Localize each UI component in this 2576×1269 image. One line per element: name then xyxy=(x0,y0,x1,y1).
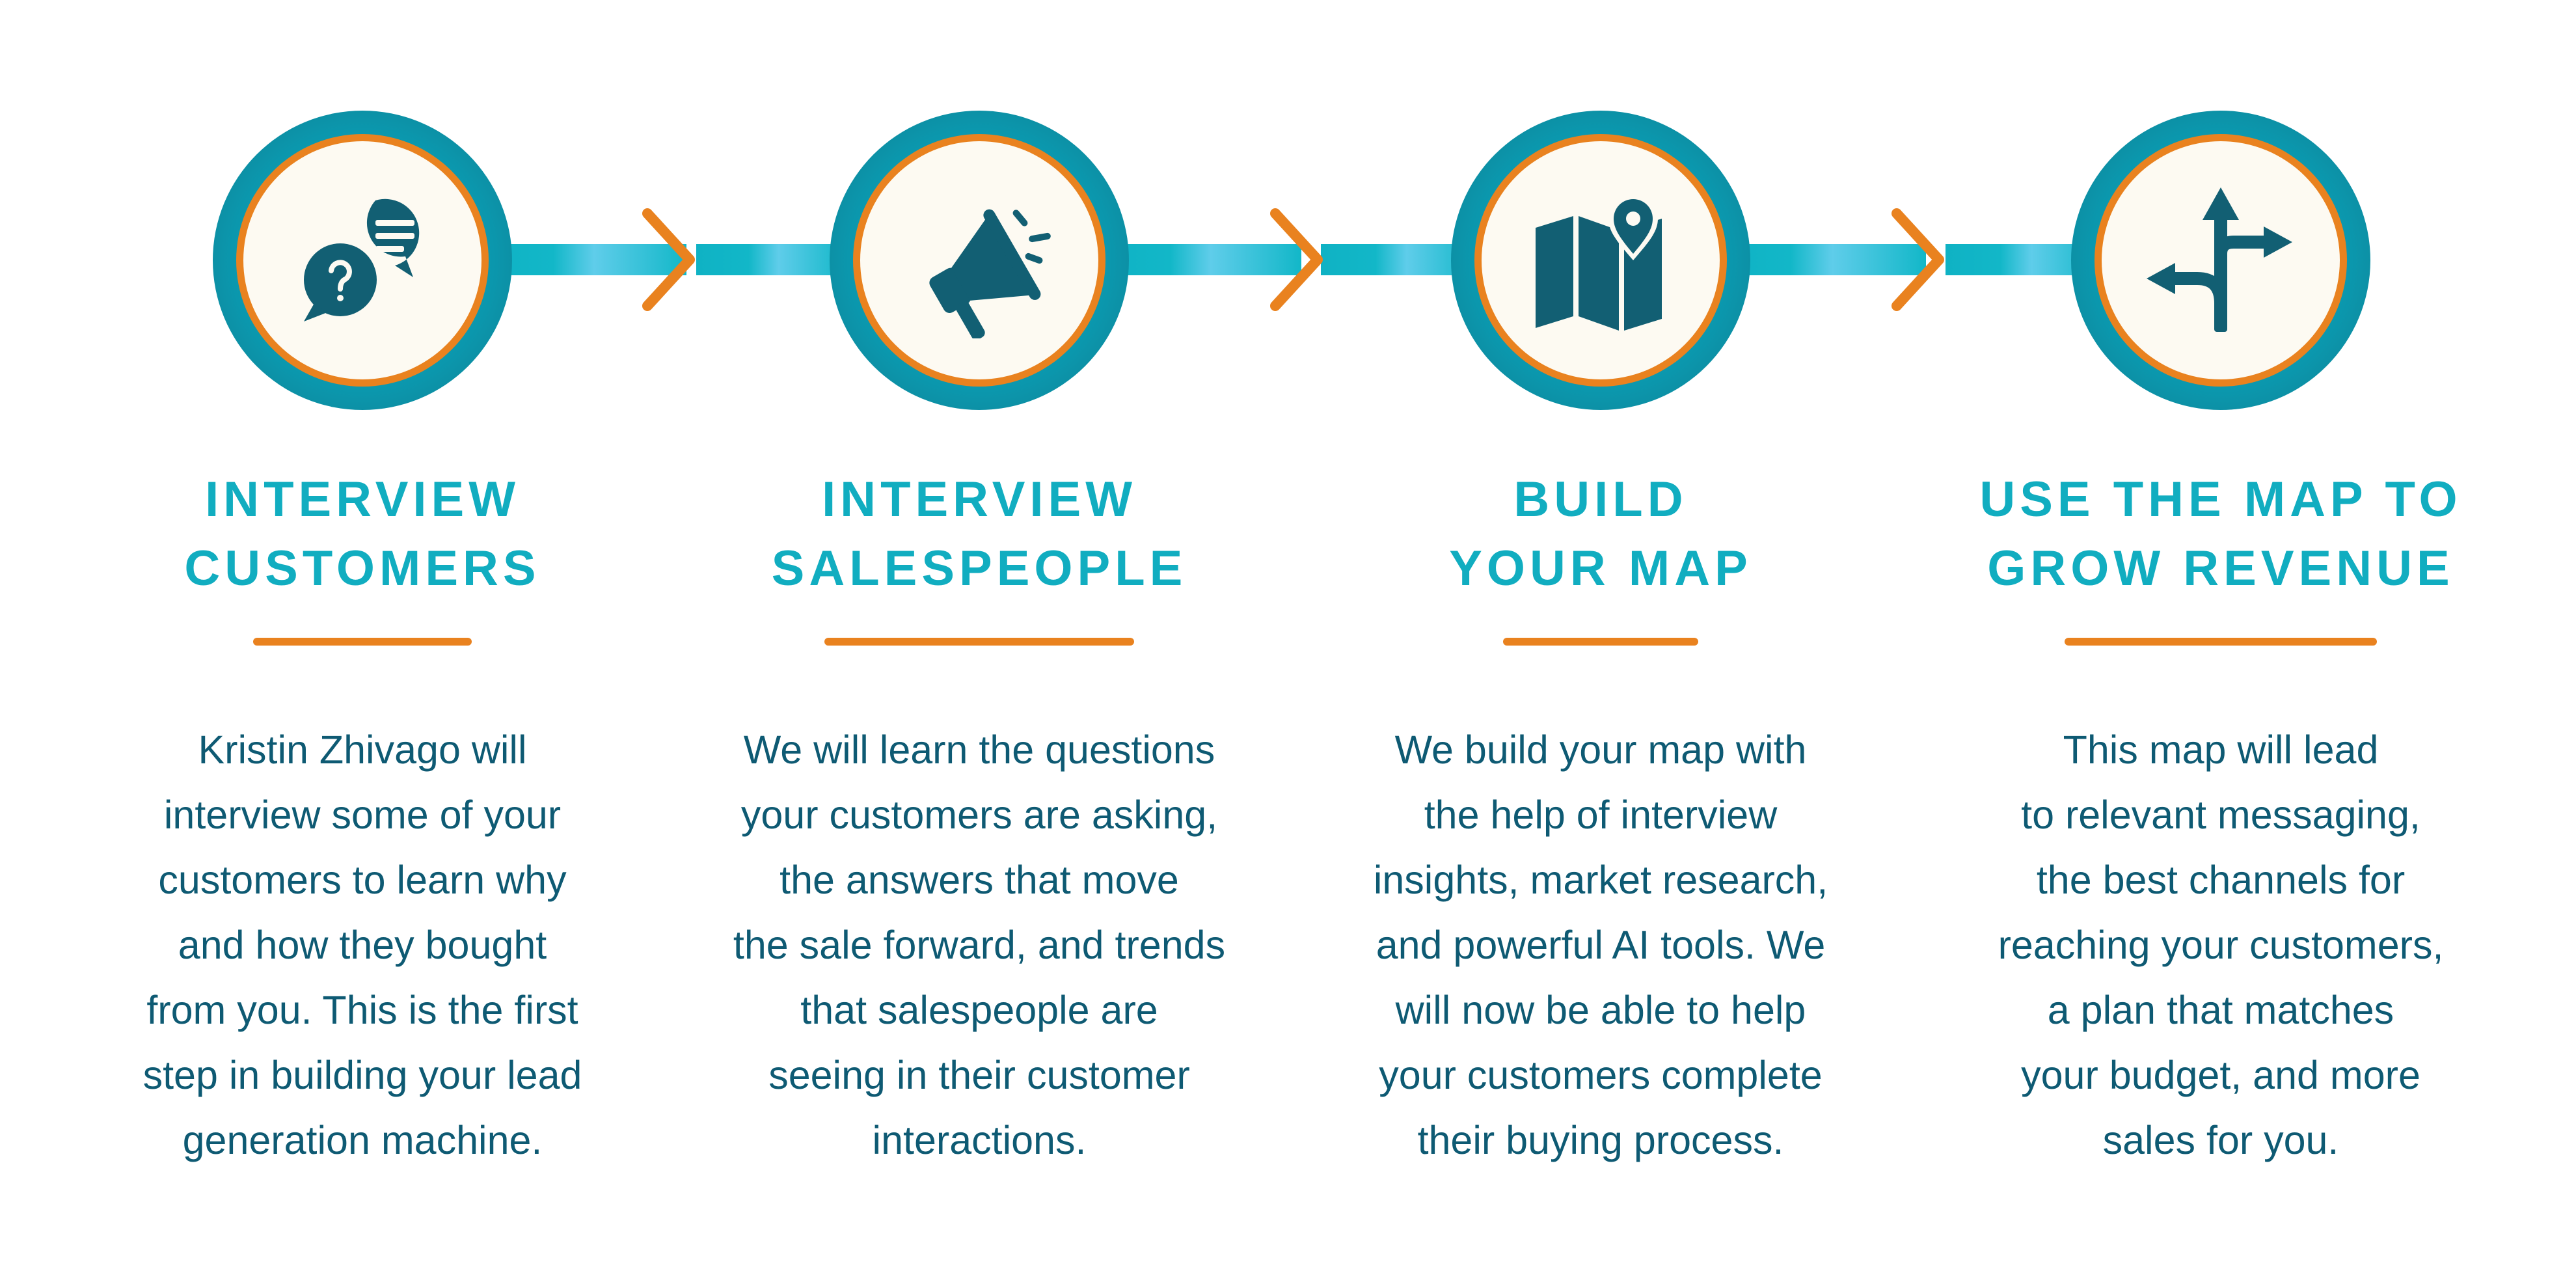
orange-underline xyxy=(824,638,1134,646)
text-line: insights, market research, xyxy=(1373,858,1828,902)
text-line: and powerful AI tools. We xyxy=(1376,923,1826,967)
connector-band xyxy=(1718,244,1926,275)
text-line: We build your map with xyxy=(1394,728,1807,772)
text-line: We will learn the questions xyxy=(743,728,1215,772)
step-4-text: USE THE MAP TO GROW REVENUE This map wil… xyxy=(1921,465,2520,1173)
text-line: and how they bought xyxy=(178,923,547,967)
text-line: generation machine. xyxy=(182,1118,543,1162)
text-line: interactions. xyxy=(872,1118,1087,1162)
megaphone-icon xyxy=(929,209,1051,338)
text-line: This map will lead xyxy=(2063,728,2379,772)
connector-band xyxy=(481,244,686,275)
step-title: USE THE MAP TO GROW REVENUE xyxy=(1921,465,2520,603)
step-2-text: INTERVIEW SALESPEOPLE We will learn the … xyxy=(680,465,1279,1173)
text-line: CUSTOMERS xyxy=(184,541,541,596)
step-description: This map will lead to relevant messaging… xyxy=(1921,717,2520,1173)
text-line: from you. This is the first xyxy=(146,988,578,1032)
text-line: INTERVIEW xyxy=(822,472,1137,527)
chat-bubbles-question-icon xyxy=(299,198,420,321)
text-line: to relevant messaging, xyxy=(2021,793,2420,837)
text-line: INTERVIEW xyxy=(205,472,520,527)
step-description: We will learn the questions your custome… xyxy=(680,717,1279,1173)
text-line: your customers complete xyxy=(1379,1053,1823,1097)
orange-underline xyxy=(253,638,472,646)
chevron-right-icon xyxy=(642,208,695,311)
split-arrows-icon xyxy=(2147,187,2292,332)
text-line: interview some of your xyxy=(163,793,562,837)
chevron-right-icon xyxy=(1891,208,1944,311)
text-line: Kristin Zhivago will xyxy=(198,728,527,772)
text-line: GROW REVENUE xyxy=(1987,541,2454,596)
step-title: BUILD YOUR MAP xyxy=(1301,465,1900,603)
step-3-circle xyxy=(1451,111,1750,410)
text-line: that salespeople are xyxy=(800,988,1158,1032)
text-line: the best channels for xyxy=(2036,858,2406,902)
text-line: their buying process. xyxy=(1417,1118,1784,1162)
connector-band xyxy=(696,244,846,275)
orange-underline xyxy=(2065,638,2377,646)
text-line: the sale forward, and trends xyxy=(733,923,1226,967)
text-line: your customers are asking, xyxy=(740,793,1218,837)
text-line: the help of interview xyxy=(1424,793,1778,837)
step-4-circle xyxy=(2071,111,2370,410)
step-description: We build your map with the help of inter… xyxy=(1301,717,1900,1173)
text-line: customers to learn why xyxy=(158,858,567,902)
text-line: will now be able to help xyxy=(1395,988,1806,1032)
step-2-circle xyxy=(830,111,1129,410)
text-line: USE THE MAP TO xyxy=(1979,472,2462,527)
text-line: a plan that matches xyxy=(2047,988,2394,1032)
step-3-text: BUILD YOUR MAP We build your map with th… xyxy=(1301,465,1900,1173)
map-pin-icon xyxy=(1536,194,1662,331)
step-title: INTERVIEW SALESPEOPLE xyxy=(680,465,1279,603)
text-line: seeing in their customer xyxy=(768,1053,1190,1097)
text-line: YOUR MAP xyxy=(1449,541,1752,596)
step-description: Kristin Zhivago will interview some of y… xyxy=(63,717,662,1173)
text-line: step in building your lead xyxy=(142,1053,582,1097)
step-1-circle xyxy=(213,111,512,410)
text-line: the answers that move xyxy=(780,858,1179,902)
text-line: SALESPEOPLE xyxy=(771,541,1187,596)
text-line: your budget, and more xyxy=(2021,1053,2420,1097)
text-line: sales for you. xyxy=(2102,1118,2339,1162)
step-title: INTERVIEW CUSTOMERS xyxy=(63,465,662,603)
text-line: reaching your customers, xyxy=(1998,923,2444,967)
chevron-right-icon xyxy=(1270,208,1323,311)
connector-band xyxy=(1100,244,1301,275)
text-line: BUILD xyxy=(1513,472,1688,527)
orange-underline xyxy=(1503,638,1698,646)
step-1-text: INTERVIEW CUSTOMERS Kristin Zhivago will… xyxy=(63,465,662,1173)
